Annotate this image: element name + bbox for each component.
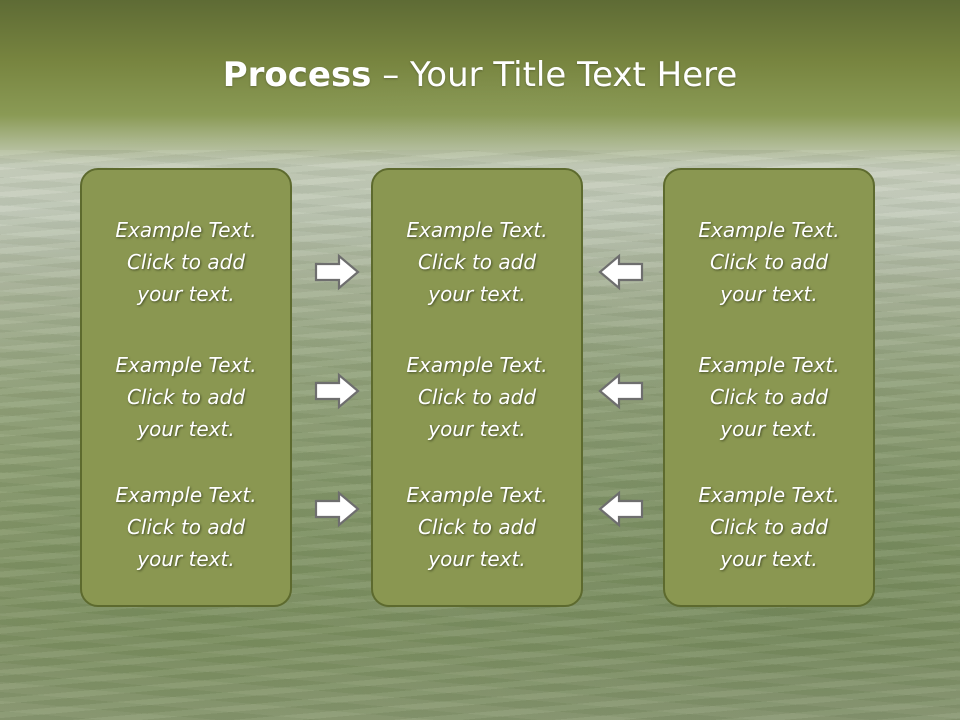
box-text[interactable]: Example Text. Click to add your text.	[698, 483, 840, 571]
slide-title[interactable]: Process – Your Title Text Here	[0, 52, 960, 98]
arrow-left-icon	[598, 253, 644, 291]
box-text[interactable]: Example Text. Click to add your text.	[698, 218, 840, 306]
box-text[interactable]: Example Text. Click to add your text.	[406, 353, 548, 441]
arrow-right-icon	[314, 490, 360, 528]
title-rest: – Your Title Text Here	[371, 55, 738, 95]
box-text[interactable]: Example Text. Click to add your text.	[115, 353, 257, 441]
arrow-right-icon	[314, 372, 360, 410]
box-text[interactable]: Example Text. Click to add your text.	[406, 483, 548, 571]
process-box-left[interactable]: Example Text. Click to add your text. Ex…	[80, 168, 292, 607]
box-text[interactable]: Example Text. Click to add your text.	[115, 483, 257, 571]
box-text[interactable]: Example Text. Click to add your text.	[698, 353, 840, 441]
box-text[interactable]: Example Text. Click to add your text.	[406, 218, 548, 306]
process-box-right[interactable]: Example Text. Click to add your text. Ex…	[663, 168, 875, 607]
title-bold: Process	[222, 55, 372, 95]
box-text[interactable]: Example Text. Click to add your text.	[115, 218, 257, 306]
arrow-right-icon	[314, 253, 360, 291]
process-box-center[interactable]: Example Text. Click to add your text. Ex…	[371, 168, 583, 607]
arrow-left-icon	[598, 372, 644, 410]
arrow-left-icon	[598, 490, 644, 528]
